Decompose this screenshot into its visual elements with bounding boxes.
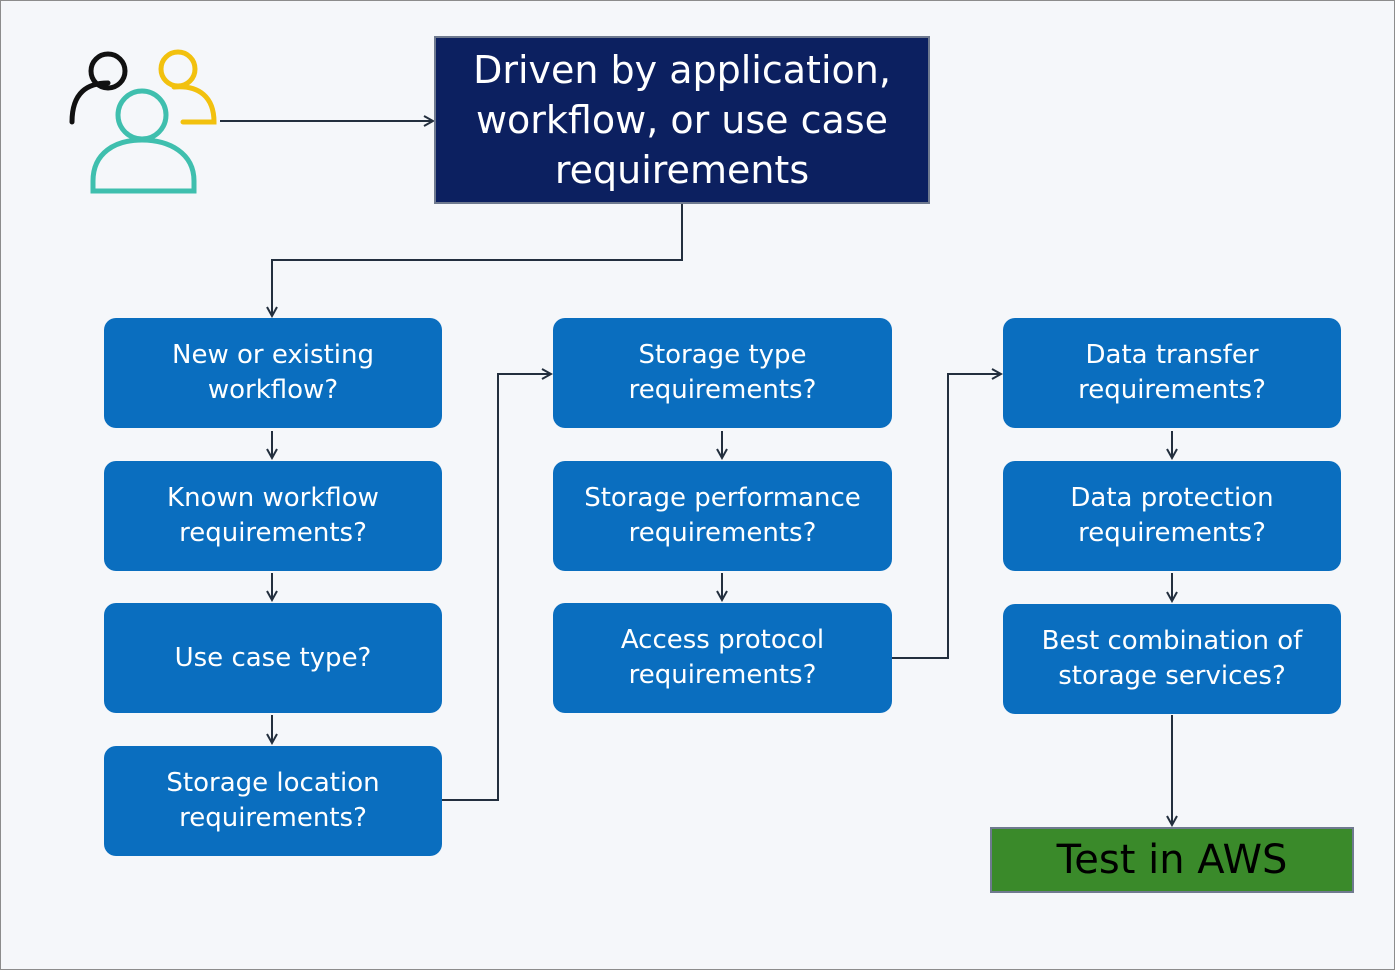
step-best-combination-of-storage-services: Best combination of storage services? xyxy=(1003,604,1341,714)
step-storage-type-requirements: Storage type requirements? xyxy=(553,318,892,428)
user-teal-icon xyxy=(90,88,197,194)
step-storage-performance-requirements: Storage performance requirements? xyxy=(553,461,892,571)
step-data-transfer-requirements: Data transfer requirements? xyxy=(1003,318,1341,428)
step-access-protocol-requirements: Access protocol requirements? xyxy=(553,603,892,713)
requirements-driver-box: Driven by application, workflow, or use … xyxy=(434,36,930,204)
step-new-or-existing-workflow: New or existing workflow? xyxy=(104,318,442,428)
arrow-column-1-to-column-2 xyxy=(442,374,551,801)
step-known-workflow-requirements: Known workflow requirements? xyxy=(104,461,442,571)
step-use-case-type: Use case type? xyxy=(104,603,442,713)
step-storage-location-requirements: Storage location requirements? xyxy=(104,746,442,856)
users-group-icon xyxy=(69,49,217,194)
arrow-column-2-to-column-3 xyxy=(892,374,1001,659)
arrow-header-to-column-1 xyxy=(272,204,683,316)
test-in-aws-box: Test in AWS xyxy=(990,827,1354,893)
step-data-protection-requirements: Data protection requirements? xyxy=(1003,461,1341,571)
user-yellow-icon xyxy=(158,49,217,125)
user-black-icon xyxy=(69,51,128,125)
